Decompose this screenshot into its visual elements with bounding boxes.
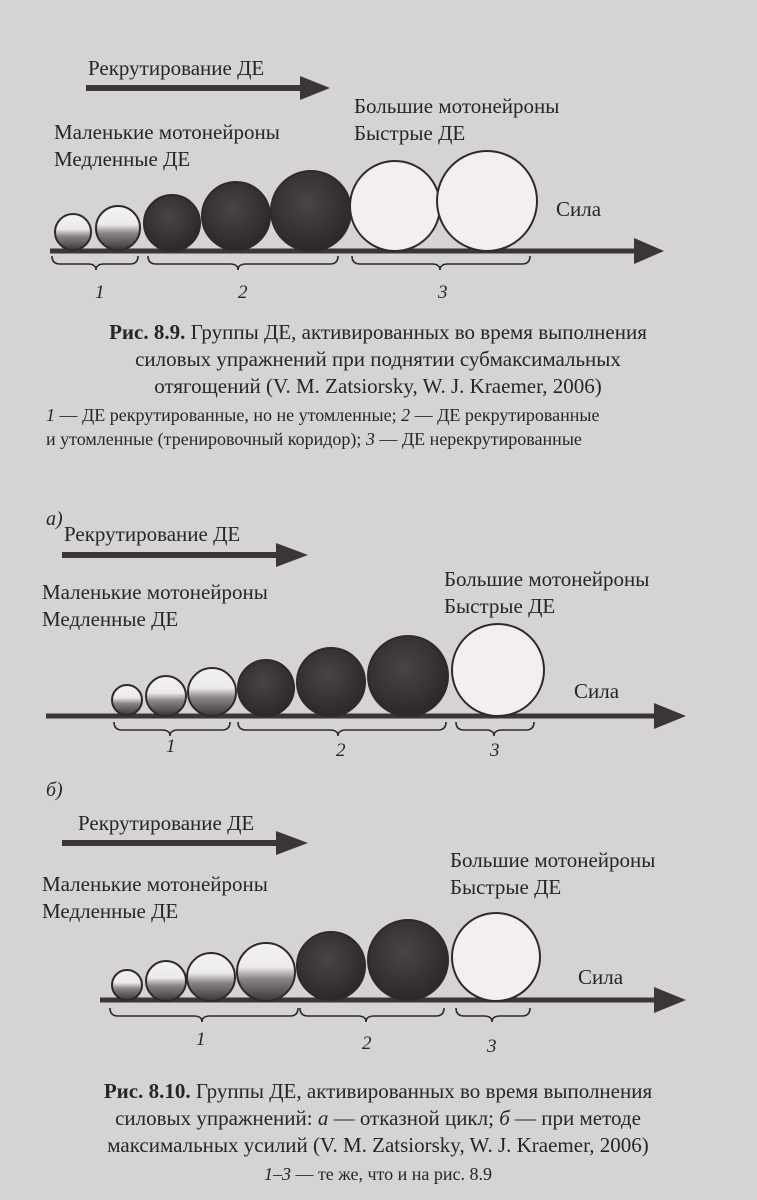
group-number: 1 [95,282,105,303]
force-label: Сила [578,965,624,989]
recruitment-arrowhead-icon [300,76,330,100]
motor-unit-circle [186,952,236,1002]
figure-8-9: Рекрутирование ДЕ Маленькие мотонейроны … [46,56,664,450]
motor-unit-circle [145,675,187,717]
group-brace [455,721,535,737]
motor-unit-circle [236,942,296,1002]
group-number: 3 [489,740,500,761]
figure-caption-number: Рис. 8.9. [109,320,185,344]
motor-unit-circle [296,931,366,1001]
recruitment-arrowhead-icon [276,543,308,567]
recruitment-arrowhead-icon [276,831,308,855]
legend-text: — ДЕ рекрутированные, но не утомленные; [55,405,401,425]
figure-note-range: 1–3 [264,1164,291,1184]
fast-units-label: Быстрые ДЕ [354,121,465,145]
legend-number: 1 [46,405,55,425]
force-arrowhead-icon [654,987,686,1013]
motor-unit-circle [270,170,352,252]
figure-note: 1–3 — те же, что и на рис. 8.9 [264,1164,492,1184]
figure-caption-line: силовых упражнений: а — отказной цикл; б… [115,1106,641,1130]
force-label: Сила [556,197,602,221]
figure-caption-line: силовых упражнений при поднятии субмакси… [135,347,621,371]
small-neurons-label: Маленькие мотонейроны [42,580,268,604]
figure-caption-letter: б [499,1106,511,1130]
group-number: 2 [238,282,248,303]
large-neurons-label: Большие мотонейроны [450,848,655,872]
large-neurons-label: Большие мотонейроны [354,94,559,118]
motor-unit-circle [237,659,295,717]
figure-caption-line: максимальных усилий (V. M. Zatsiorsky, W… [107,1133,648,1157]
panel-label: б) [46,779,63,801]
figure-caption-letter: а [318,1106,329,1130]
group-brace [51,255,139,271]
motor-unit-circle [111,684,143,716]
group-brace [113,721,231,737]
motor-unit-circle [187,667,237,717]
group-number: 2 [362,1033,372,1054]
figure-caption-text: силовых упражнений: [115,1106,318,1130]
small-neurons-label: Маленькие мотонейроны [54,120,280,144]
panel-label: а) [46,508,63,530]
motor-unit-circle [54,213,92,251]
group-brace [351,255,531,271]
figure-caption-line: Рис. 8.9. Группы ДЕ, активированных во в… [109,320,647,344]
motor-unit-circle [111,969,143,1001]
motor-unit-circle [95,205,141,251]
small-neurons-label: Маленькие мотонейроны [42,872,268,896]
legend-text: — ДЕ нерекрутированные [375,429,582,449]
figure-8-10b: б) Рекрутирование ДЕ Маленькие мотонейро… [42,779,686,1057]
force-label: Сила [574,679,620,703]
motor-unit-circle [145,960,187,1002]
legend-text: и утомленные (тренировочный коридор); [46,429,366,450]
motor-unit-circle [451,623,545,717]
figure-caption-number: Рис. 8.10. [104,1079,191,1103]
group-number: 2 [336,740,346,761]
legend-line: и утомленные (тренировочный коридор); 3 … [46,429,582,450]
recruitment-label: Рекрутирование ДЕ [64,522,240,546]
figure-caption-line: Рис. 8.10. Группы ДЕ, активированных во … [104,1079,653,1103]
group-number: 1 [166,736,176,757]
group-number: 3 [486,1036,497,1057]
legend-line: 1 — ДЕ рекрутированные, но не утомленные… [46,405,600,425]
motor-unit-circle [436,150,538,252]
motor-unit-circle [367,635,449,717]
motor-unit-circle [349,160,441,252]
group-number: 1 [196,1029,206,1050]
group-brace [237,721,447,737]
group-brace [299,1007,445,1023]
large-neurons-label: Большие мотонейроны [444,567,649,591]
force-arrowhead-icon [634,238,664,264]
figure-caption-text: — отказной цикл; [328,1106,499,1130]
group-number: 3 [437,282,448,303]
figure-note-text: — те же, что и на рис. 8.9 [291,1164,492,1184]
force-arrowhead-icon [654,703,686,729]
motor-unit-circle [201,181,271,251]
legend-text: — ДЕ рекрутированные [410,405,599,425]
motor-unit-circle [367,919,449,1001]
fast-units-label: Быстрые ДЕ [444,594,555,618]
slow-units-label: Медленные ДЕ [42,607,178,631]
figure-8-10a: а) Рекрутирование ДЕ Маленькие мотонейро… [42,508,686,761]
figure-8-10-caption: Рис. 8.10. Группы ДЕ, активированных во … [104,1079,653,1184]
slow-units-label: Медленные ДЕ [42,899,178,923]
motor-unit-circle [451,912,541,1002]
fast-units-label: Быстрые ДЕ [450,875,561,899]
group-brace [147,255,339,271]
figure-caption-text: Группы ДЕ, активированных во время выпол… [185,320,647,344]
motor-unit-circle [296,647,366,717]
recruitment-label: Рекрутирование ДЕ [88,56,264,80]
figure-caption-text: Группы ДЕ, активированных во время выпол… [191,1079,653,1103]
group-brace [109,1007,299,1023]
figure-caption-text: — при методе [510,1106,641,1130]
slow-units-label: Медленные ДЕ [54,147,190,171]
legend-number: 2 [401,405,410,425]
figure-caption-line: отягощений (V. M. Zatsiorsky, W. J. Krae… [154,374,602,398]
recruitment-label: Рекрутирование ДЕ [78,811,254,835]
legend-number: 3 [365,429,375,449]
group-brace [455,1007,531,1023]
motor-unit-circle [143,194,201,252]
